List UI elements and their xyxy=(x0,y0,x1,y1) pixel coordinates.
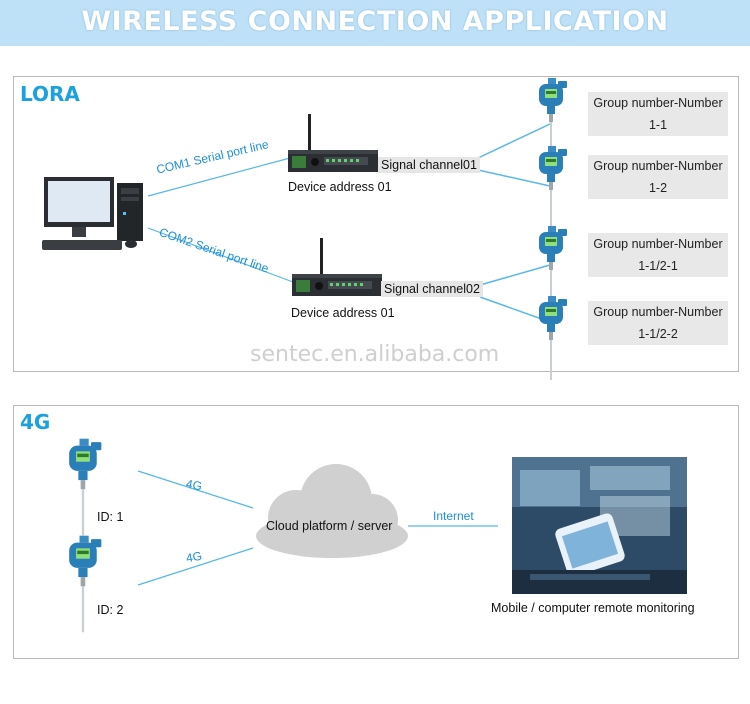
g4-section-title: 4G xyxy=(20,410,51,434)
device-address-label: Device address 01 xyxy=(291,306,395,320)
laptop-phone-icon xyxy=(512,457,687,594)
4g-link-label: 4G xyxy=(184,548,204,566)
signal-channel-label: Signal channel02 xyxy=(381,281,483,297)
group-number: 1-1/2-2 xyxy=(638,327,678,341)
group-number: 1-1 xyxy=(648,118,668,132)
group-title: Group number-Number xyxy=(593,305,723,319)
device-id-label: ID: 1 xyxy=(97,510,124,524)
group-title: Group number-Number xyxy=(593,237,723,251)
com1-line xyxy=(147,157,291,197)
device-id-label: ID: 2 xyxy=(97,603,124,617)
channel02-line-a xyxy=(479,264,551,286)
group-number: 1-2 xyxy=(648,181,668,195)
group-title: Group number-Number xyxy=(593,96,723,110)
signal-channel-label: Signal channel01 xyxy=(378,157,480,173)
group-title: Group number-Number xyxy=(593,159,723,173)
group-number-box: Group number-Number 1-1 xyxy=(588,92,728,136)
antenna-icon xyxy=(308,114,311,150)
4g-link-label: 4G xyxy=(184,476,204,494)
channel01-line-b xyxy=(477,169,551,187)
4g-line-top xyxy=(137,470,254,509)
monitoring-label: Mobile / computer remote monitoring xyxy=(491,601,695,615)
transmitter-icon xyxy=(539,146,567,230)
antenna-icon xyxy=(320,238,323,274)
transmitter-icon xyxy=(69,535,102,633)
watermark: sentec.en.alibaba.com xyxy=(250,342,500,367)
com2-line xyxy=(147,227,294,283)
cloud-label: Cloud platform / server xyxy=(266,519,393,533)
computer-icon xyxy=(42,177,143,250)
gateway-icon xyxy=(292,238,382,296)
transmitter-icon xyxy=(539,296,567,380)
lora-section-title: LORA xyxy=(20,82,80,106)
group-number-box: Group number-Number 1-1/2-2 xyxy=(588,301,728,345)
group-number-box: Group number-Number 1-2 xyxy=(588,155,728,199)
internet-link-label: Internet xyxy=(433,509,474,523)
channel01-line-a xyxy=(477,123,551,159)
device-address-label: Device address 01 xyxy=(288,180,392,194)
group-number-box: Group number-Number 1-1/2-1 xyxy=(588,233,728,277)
title-banner xyxy=(0,0,750,46)
group-number: 1-1/2-1 xyxy=(638,259,678,273)
cloud-icon xyxy=(256,464,408,558)
4g-line-bottom xyxy=(137,547,254,586)
gateway-icon xyxy=(288,114,378,172)
channel02-line-b xyxy=(479,296,551,323)
page-title: WIRELESS CONNECTION APPLICATION xyxy=(81,6,669,37)
